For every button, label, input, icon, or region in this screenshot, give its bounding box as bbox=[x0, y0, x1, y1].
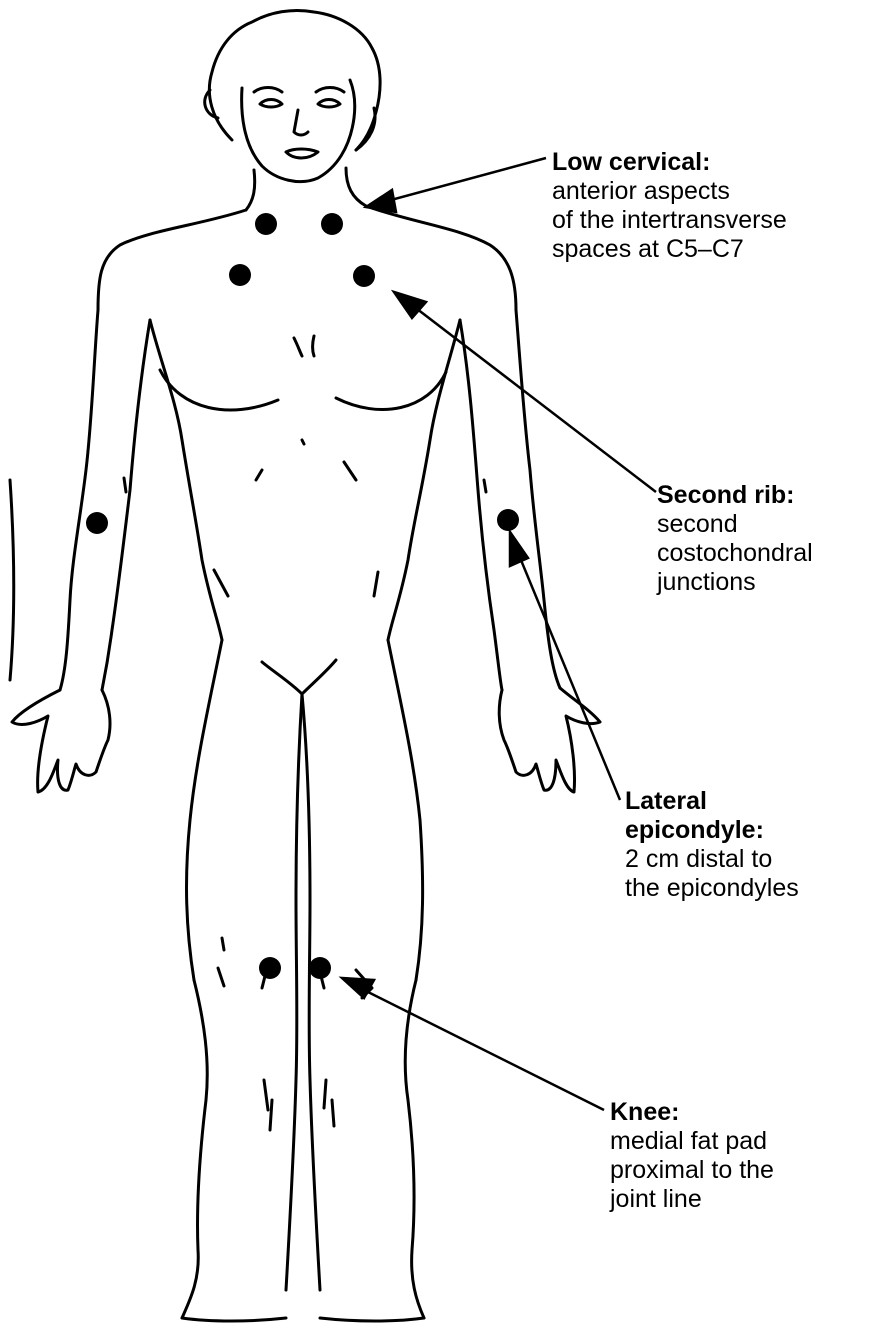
left-eyebrow bbox=[254, 88, 282, 93]
left-hand bbox=[12, 690, 110, 792]
leader-lateral-epicondyle bbox=[516, 548, 620, 800]
shin-marks bbox=[264, 1080, 334, 1130]
tender-point-low-cervical-left bbox=[255, 213, 277, 235]
right-arm-outer bbox=[516, 310, 560, 688]
label-lateral-epicondyle-line-2: the epicondyles bbox=[625, 874, 799, 903]
label-second-rib-line-1: second bbox=[657, 510, 813, 539]
groin bbox=[262, 660, 336, 694]
left-torso-side bbox=[150, 320, 222, 640]
outer-leg-right bbox=[405, 980, 424, 1318]
right-arm-inner bbox=[460, 320, 502, 690]
left-shoulder bbox=[98, 210, 246, 310]
label-low-cervical-line-1: anterior aspects bbox=[552, 177, 787, 206]
tender-point-knee-left bbox=[259, 957, 281, 979]
label-lateral-epicondyle-line-1: 2 cm distal to bbox=[625, 845, 799, 874]
outer-leg-left bbox=[182, 980, 207, 1318]
inner-leg-right bbox=[302, 694, 320, 1290]
tender-point-low-cervical-right bbox=[321, 213, 343, 235]
arrowhead-knee bbox=[342, 978, 374, 998]
right-eyebrow bbox=[316, 88, 344, 93]
left-eye bbox=[260, 100, 282, 108]
label-knee-line-3: joint line bbox=[610, 1185, 774, 1214]
label-low-cervical: Low cervical: anterior aspects of the in… bbox=[552, 148, 787, 264]
feet bbox=[182, 1318, 424, 1321]
right-shoulder bbox=[366, 206, 516, 310]
abdomen-marks bbox=[124, 462, 486, 596]
tender-point-second-rib-right bbox=[353, 265, 375, 287]
leader-low-cervical bbox=[380, 158, 546, 203]
label-knee-line-2: proximal to the bbox=[610, 1156, 774, 1185]
label-second-rib: Second rib: second costochondral junctio… bbox=[657, 481, 813, 597]
label-lateral-epicondyle-title-2: epicondyle: bbox=[625, 816, 799, 845]
right-torso-side bbox=[388, 320, 460, 640]
label-low-cervical-title: Low cervical: bbox=[552, 148, 787, 177]
tender-point-lateral-epicondyle-right bbox=[497, 509, 519, 531]
cleavage-marks bbox=[294, 336, 314, 356]
right-hand bbox=[499, 688, 600, 792]
label-second-rib-title: Second rib: bbox=[657, 481, 813, 510]
neck-left bbox=[246, 170, 255, 210]
label-knee-line-1: medial fat pad bbox=[610, 1127, 774, 1156]
label-second-rib-line-3: junctions bbox=[657, 568, 813, 597]
left-breast bbox=[160, 370, 278, 410]
tender-point-lateral-epicondyle-left bbox=[86, 512, 108, 534]
left-arm-inner bbox=[102, 320, 150, 690]
right-eye bbox=[318, 100, 340, 108]
tender-point-second-rib-left bbox=[229, 264, 251, 286]
right-breast bbox=[336, 372, 446, 410]
face-outline bbox=[242, 80, 355, 182]
label-knee-title: Knee: bbox=[610, 1098, 774, 1127]
hip-right bbox=[388, 640, 423, 980]
label-low-cervical-line-2: of the intertransverse bbox=[552, 206, 787, 235]
leader-second-rib bbox=[408, 302, 656, 492]
label-lateral-epicondyle: Lateral epicondyle: 2 cm distal to the e… bbox=[625, 787, 799, 903]
mouth bbox=[286, 149, 318, 158]
navel bbox=[302, 440, 304, 444]
arrowhead-low-cervical bbox=[366, 190, 396, 212]
label-lateral-epicondyle-title-1: Lateral bbox=[625, 787, 799, 816]
tender-point-knee-right bbox=[309, 957, 331, 979]
inner-leg-left bbox=[286, 694, 302, 1290]
leader-knee bbox=[356, 986, 604, 1110]
nose bbox=[294, 110, 308, 135]
left-edge-fragment bbox=[10, 480, 14, 680]
label-low-cervical-line-3: spaces at C5–C7 bbox=[552, 235, 787, 264]
label-second-rib-line-2: costochondral bbox=[657, 539, 813, 568]
arrowhead-lateral-epicondyle bbox=[510, 532, 528, 566]
label-knee: Knee: medial fat pad proximal to the joi… bbox=[610, 1098, 774, 1214]
left-arm-outer bbox=[60, 310, 98, 690]
arrowhead-second-rib bbox=[394, 292, 426, 318]
neck-right bbox=[346, 168, 366, 206]
hip-left bbox=[187, 640, 222, 980]
